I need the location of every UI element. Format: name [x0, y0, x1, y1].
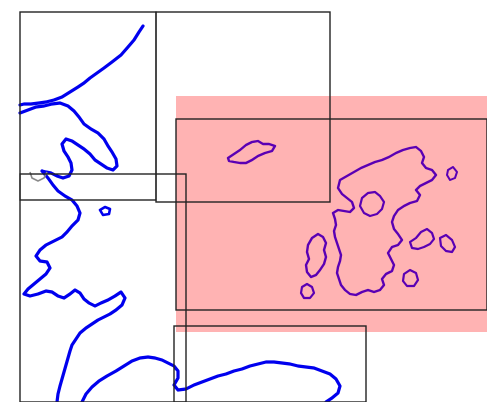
island-east-cluster: [408, 227, 436, 251]
island-north: [226, 139, 277, 165]
tile-frame-north: [155, 11, 331, 203]
island-southwest-small: [299, 282, 316, 300]
tile-frame-west: [19, 173, 187, 402]
mainland-coastline: [18, 24, 342, 402]
island-inner-lake: [358, 190, 386, 218]
tile-frames: [19, 11, 487, 402]
tile-frame-south: [173, 325, 367, 402]
grey-coastline-patch: [29, 171, 48, 182]
small-island-west: [98, 205, 112, 217]
island-large-east: [331, 145, 438, 297]
island-east-small: [438, 233, 457, 254]
highlighted-tile-fill: [176, 96, 487, 332]
island-far-east: [446, 166, 458, 181]
island-west-inner: [304, 232, 328, 279]
tile-frame-highlighted[interactable]: [175, 118, 487, 311]
island-southeast-small: [401, 268, 420, 288]
